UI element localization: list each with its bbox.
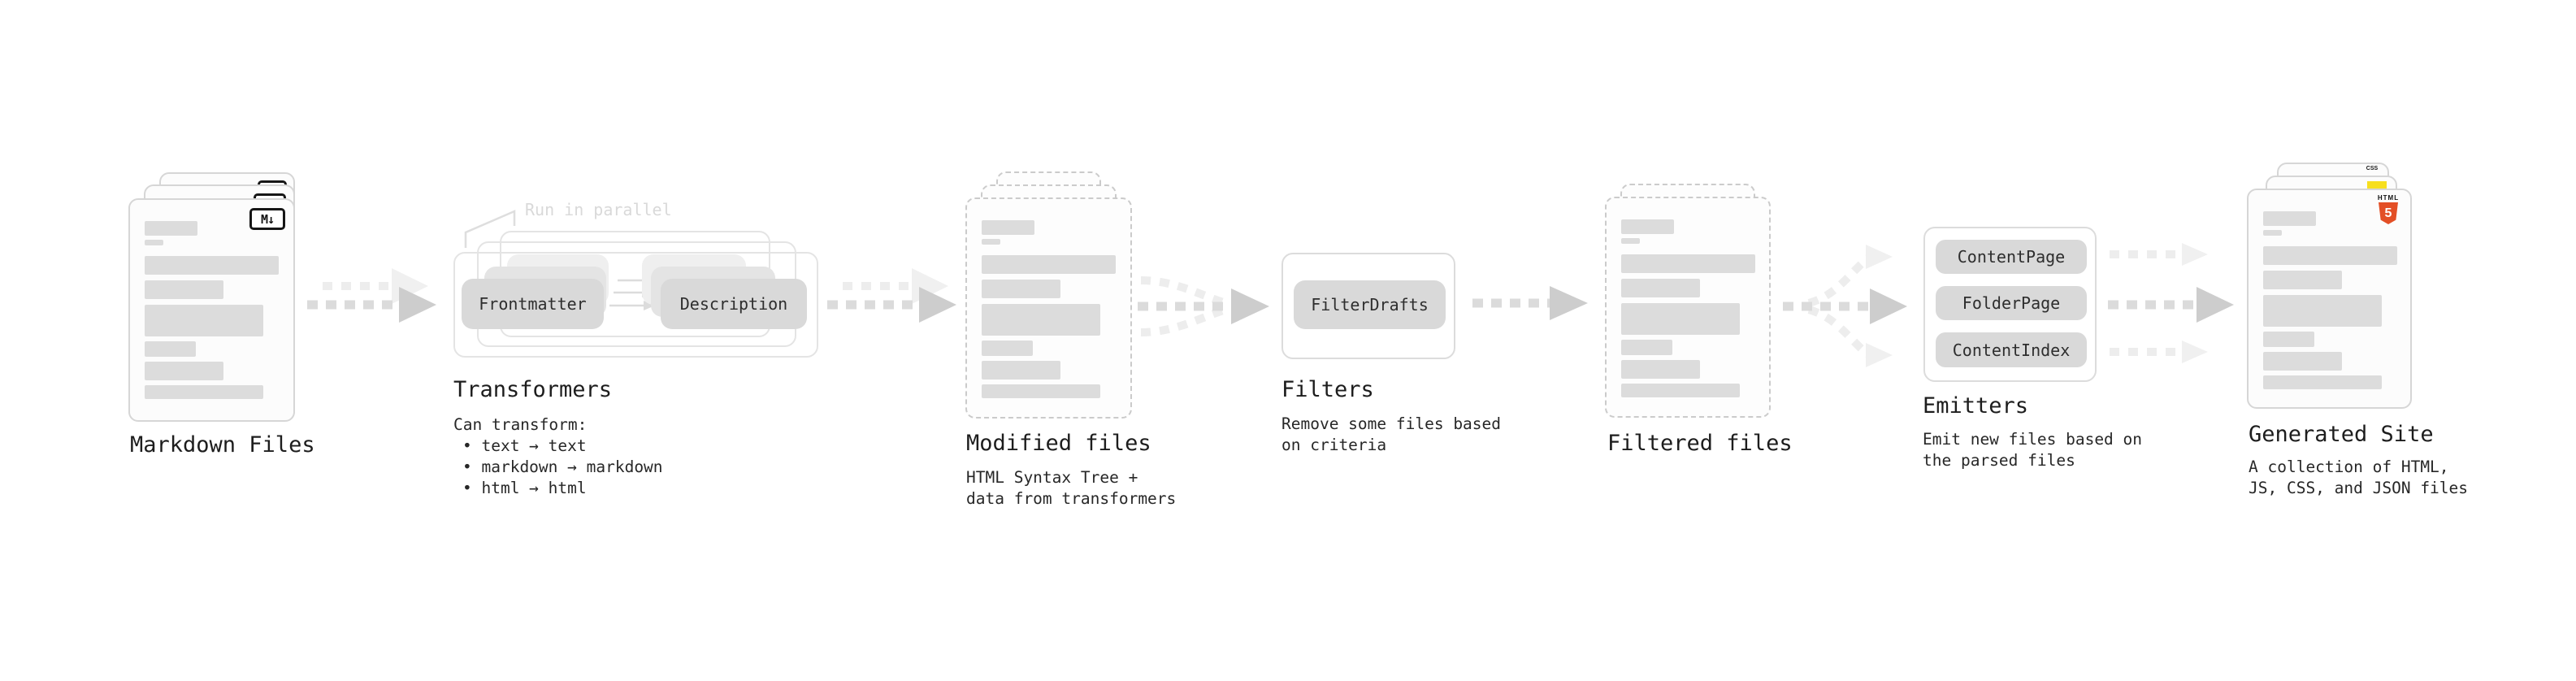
transform-bullet: • markdown → markdown: [462, 458, 663, 476]
skeleton-line: [2263, 352, 2342, 371]
stage-label-transformers: Transformers: [453, 377, 613, 402]
content-page-button[interactable]: ContentPage: [1936, 240, 2087, 274]
skeleton-line: [982, 239, 1000, 245]
description-button[interactable]: Description: [661, 279, 807, 329]
skeleton-line: [1621, 384, 1740, 397]
skeleton-line: [145, 240, 163, 245]
stage-label-markdown-files: Markdown Files: [130, 432, 315, 458]
skeleton-line: [2263, 211, 2316, 226]
skeleton-line: [982, 220, 1034, 235]
document-card-front: M↓: [128, 198, 295, 422]
skeleton-line: [1621, 360, 1700, 379]
skeleton-line: [145, 362, 223, 380]
skeleton-line: [1621, 254, 1755, 273]
skeleton-line: [982, 304, 1100, 336]
skeleton-line: [1621, 219, 1674, 234]
transform-bullet: • html → html: [462, 479, 587, 497]
skeleton-line: [2263, 295, 2382, 327]
html5-icon: HTML 5: [2374, 194, 2403, 224]
document-card-front: [965, 197, 1132, 419]
flow-arrow-filters-to-filtered: [1472, 286, 1588, 320]
folder-page-button[interactable]: FolderPage: [1936, 286, 2087, 320]
skeleton-line: [145, 341, 196, 357]
skeleton-line: [145, 256, 279, 275]
stage-label-modified-files: Modified files: [966, 431, 1151, 456]
transformer-frame-front: [453, 252, 818, 358]
flow-arrow-markdown-to-transformers: [307, 268, 436, 323]
markdown-icon: M↓: [249, 208, 285, 230]
filters-description: Remove some files based on criteria: [1281, 414, 1502, 454]
stage-label-filtered-files: Filtered files: [1607, 431, 1793, 456]
transformers-description: Can transform: • text → text • markdown …: [453, 414, 663, 499]
skeleton-line: [2263, 230, 2282, 236]
skeleton-line: [2263, 246, 2397, 265]
emitters-description: Emit new files based on the parsed files: [1923, 430, 2143, 470]
modified-files-description: HTML Syntax Tree + data from transformer…: [966, 468, 1177, 508]
flow-arrow-transformers-to-modified: [827, 268, 956, 323]
skeleton-line: [982, 255, 1116, 274]
skeleton-line: [982, 280, 1060, 298]
stage-label-filters: Filters: [1281, 377, 1374, 402]
skeleton-line: [145, 305, 263, 336]
filters-box: FilterDrafts: [1281, 253, 1455, 359]
skeleton-line: [1621, 279, 1700, 297]
flow-arrow-filtered-to-emitters: [1783, 245, 1907, 367]
skeleton-line: [145, 280, 223, 299]
document-card-front: [1605, 197, 1771, 418]
frontmatter-button[interactable]: Frontmatter: [462, 279, 604, 329]
transform-bullet: • text → text: [462, 436, 587, 455]
desc-title: Can transform:: [453, 415, 588, 434]
flow-arrow-emitters-to-generated: [2108, 243, 2234, 363]
content-index-button[interactable]: ContentIndex: [1936, 332, 2087, 367]
generated-site-description: A collection of HTML, JS, CSS, and JSON …: [2249, 458, 2469, 497]
skeleton-line: [145, 385, 263, 399]
skeleton-line: [1621, 238, 1640, 244]
skeleton-line: [2263, 375, 2382, 389]
skeleton-line: [982, 384, 1100, 398]
skeleton-line: [1621, 303, 1740, 335]
emitters-box: ContentPage FolderPage ContentIndex: [1923, 227, 2097, 382]
flow-arrow-modified-to-filters: [1138, 276, 1269, 336]
skeleton-line: [145, 221, 197, 236]
skeleton-line: [1621, 340, 1672, 355]
skeleton-line: [982, 361, 1060, 380]
stage-label-emitters: Emitters: [1923, 393, 2029, 419]
skeleton-line: [982, 340, 1033, 356]
filter-drafts-button[interactable]: FilterDrafts: [1294, 280, 1446, 329]
document-card-front: HTML 5: [2247, 189, 2412, 409]
run-in-parallel-annotation: Run in parallel: [525, 200, 672, 219]
stage-label-generated-site: Generated Site: [2249, 422, 2434, 447]
skeleton-line: [2263, 332, 2314, 347]
css-file-icon: CSS: [2366, 166, 2379, 171]
annotation-leader-line: [464, 210, 516, 248]
skeleton-line: [2263, 271, 2342, 289]
